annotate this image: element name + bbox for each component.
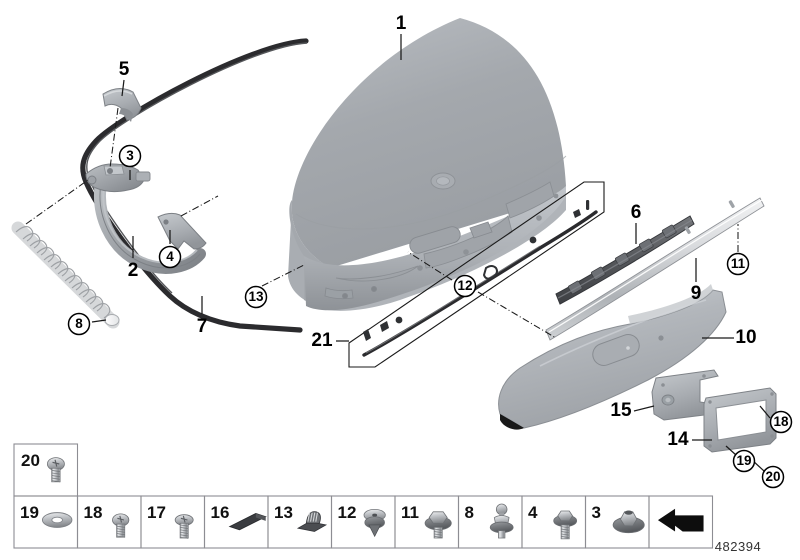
- svg-text:18: 18: [84, 503, 103, 522]
- part-9-chrome-trim-strip: [545, 197, 765, 341]
- strip-cell-19[interactable]: 19: [13, 495, 79, 549]
- part-2-hinge-arm: [94, 177, 206, 274]
- svg-text:20: 20: [765, 469, 780, 484]
- callout-6-carrier-rail: 6: [631, 202, 642, 223]
- svg-text:12: 12: [457, 278, 472, 293]
- callout-11-hex-bolt: 11: [726, 252, 750, 276]
- strip-cell-18[interactable]: 18: [76, 495, 142, 549]
- callout-15-support-bracket: 15: [610, 400, 632, 421]
- callout-3-flange-nut: 3: [118, 144, 142, 168]
- diagram-id: 482394: [715, 539, 761, 554]
- callout-2-hinge-arm: 2: [128, 260, 139, 281]
- strip-cell-17[interactable]: 17: [140, 495, 206, 549]
- svg-text:19: 19: [20, 503, 39, 522]
- strip-cell-12[interactable]: 12: [330, 495, 396, 549]
- svg-text:6: 6: [631, 202, 642, 223]
- svg-text:8: 8: [75, 316, 83, 331]
- svg-text:2: 2: [128, 260, 139, 281]
- part-10-handle-strip-panel: [498, 284, 727, 430]
- svg-text:13: 13: [248, 289, 264, 304]
- callout-13-expanding-nut: 13: [244, 285, 268, 309]
- part-5-hinge-cover-cap: [102, 88, 142, 122]
- part-6-carrier-rail: [555, 215, 695, 305]
- callout-7-trunk-lid-seal: 7: [197, 316, 208, 337]
- svg-text:5: 5: [119, 59, 130, 80]
- svg-text:17: 17: [147, 503, 166, 522]
- callout-19-washer: 19: [732, 449, 756, 473]
- callout-8-ball-stud-spring: 8: [67, 312, 91, 336]
- callout-12-expanding-rivet: 12: [453, 274, 477, 298]
- part-7-trunk-lid-seal: [80, 38, 309, 333]
- svg-text:3: 3: [126, 148, 134, 163]
- svg-text:12: 12: [338, 503, 357, 522]
- strip-cell-11[interactable]: 11: [394, 495, 460, 549]
- callout-10-handle-strip-panel: 10: [735, 327, 756, 348]
- strip-cell-3[interactable]: 3: [584, 495, 650, 549]
- callout-1-trunk-lid: 1: [396, 13, 407, 34]
- callout-20-oval-head-screw: 20: [761, 465, 785, 489]
- svg-text:21: 21: [311, 330, 333, 351]
- svg-text:4: 4: [528, 503, 538, 522]
- svg-text:15: 15: [610, 400, 632, 421]
- part-21-seal-strip-group: [348, 181, 605, 368]
- svg-text:19: 19: [736, 453, 751, 468]
- strip-cell-direction-arrow[interactable]: [648, 495, 714, 549]
- callout-9-chrome-trim-strip: 9: [691, 283, 702, 304]
- svg-text:14: 14: [667, 429, 689, 450]
- strip-cell-4[interactable]: 4: [521, 495, 587, 549]
- svg-text:18: 18: [773, 414, 789, 429]
- svg-text:11: 11: [731, 256, 746, 271]
- svg-text:9: 9: [691, 283, 702, 304]
- svg-text:16: 16: [211, 503, 230, 522]
- svg-text:8: 8: [465, 503, 474, 522]
- callout-21-seal-strip-group: 21: [311, 330, 333, 351]
- svg-text:20: 20: [21, 451, 40, 470]
- svg-text:10: 10: [735, 327, 756, 348]
- part-1-trunk-lid: [288, 18, 567, 311]
- callout-4-flange-bolt: 4: [158, 245, 182, 269]
- svg-text:7: 7: [197, 316, 208, 337]
- svg-text:1: 1: [396, 13, 407, 34]
- svg-text:3: 3: [592, 503, 601, 522]
- strip-cell-13[interactable]: 13: [267, 495, 333, 549]
- svg-text:11: 11: [401, 503, 419, 522]
- strip-cell-16[interactable]: 16: [203, 495, 269, 549]
- callout-14-licence-plate-frame: 14: [667, 429, 689, 450]
- svg-text:13: 13: [274, 503, 293, 522]
- callout-5-hinge-cover-cap: 5: [119, 59, 130, 80]
- svg-text:4: 4: [166, 249, 174, 264]
- part-15-support-bracket: [651, 369, 719, 421]
- part-8-torsion-spring: [11, 221, 120, 329]
- strip-cell-8[interactable]: 8: [457, 495, 523, 549]
- callout-18-pan-head-screw: 18: [769, 410, 793, 434]
- part-14-licence-plate-frame: [703, 387, 777, 453]
- strip-cell-20[interactable]: 20: [13, 443, 79, 497]
